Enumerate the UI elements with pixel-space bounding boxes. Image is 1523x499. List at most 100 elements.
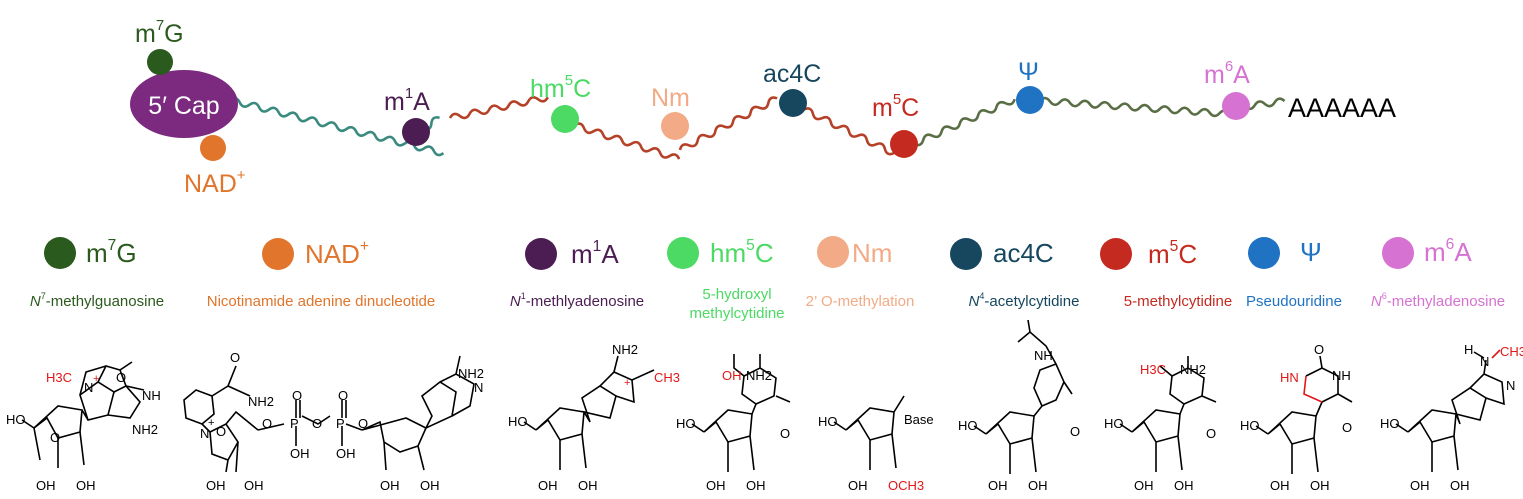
m5c-dot-top: [890, 130, 918, 158]
legend-m7g-dot: [44, 237, 76, 269]
psi-o-top: O: [1314, 342, 1324, 357]
nad-plus: +: [208, 417, 214, 429]
nad-o-link2: O: [358, 416, 368, 431]
strand-segment-green-1: [903, 98, 1016, 149]
m1a-ho: HO: [508, 414, 528, 429]
psi-ho: HO: [1240, 418, 1260, 433]
nad-oh-p1: OH: [290, 446, 310, 461]
legend-nad-label: NAD+: [305, 238, 370, 269]
legend-psi-dot: [1248, 237, 1280, 269]
m5c-o: O: [1206, 426, 1216, 441]
strand-segment-red-4: [793, 104, 895, 156]
ac4c-nh: NH: [1034, 348, 1053, 363]
legend-m1a-dot: [525, 238, 557, 270]
m1a-nh2: NH2: [612, 342, 638, 357]
legend-m7g-label: m7G: [86, 237, 137, 268]
m6a-label-top: m6A: [1204, 58, 1250, 89]
hm5c-nh2: NH2: [746, 368, 772, 383]
m7g-o6: O: [116, 370, 126, 385]
nm-och3: OCH3: [888, 478, 924, 493]
nad-o-link1: O: [262, 416, 272, 431]
five-prime-cap: [130, 70, 238, 138]
m5c-ho: HO: [1104, 416, 1124, 431]
hm5c-dot-top: [551, 105, 579, 133]
strand-segment-red-2: [563, 121, 681, 160]
legend-ac4c-name: N4-acetylcytidine: [968, 290, 1080, 310]
legend-nad-dot: [262, 238, 294, 270]
m5c-h3c: H3C: [1140, 362, 1166, 377]
nad-p-1: P: [290, 416, 299, 431]
legend-ac4c-label: ac4C: [993, 238, 1054, 268]
nad-oh-4: OH: [420, 478, 440, 493]
legend-nad-name: Nicotinamide adenine dinucleotide: [206, 293, 436, 310]
legend-hm5c-dot: [667, 237, 699, 269]
psi-oh-2: OH: [1310, 478, 1330, 493]
m7g-h3c: H3C: [46, 370, 72, 385]
hm5c-label-top: hm5C: [530, 72, 592, 103]
legend-hm5c-label: hm5C: [710, 237, 774, 268]
five-prime-cap-label: 5′ Cap: [148, 92, 219, 120]
m1a-oh-2: OH: [578, 478, 598, 493]
nad-oh-3: OH: [380, 478, 400, 493]
nad-o-bridge: O: [312, 416, 322, 431]
hm5c-ho: HO: [676, 416, 696, 431]
nad-oh-1: OH: [206, 478, 226, 493]
legend-nm-name: 2’ O-methylation: [805, 293, 915, 310]
strand-segment-red-1: [448, 96, 549, 120]
nad-o-p1: O: [292, 388, 302, 403]
legend-m6a-label: m6A: [1424, 236, 1472, 267]
m1a-oh-1: OH: [538, 478, 558, 493]
hm5c-oh-2: OH: [746, 478, 766, 493]
m5c-oh-2: OH: [1174, 478, 1194, 493]
structure-nad: [183, 355, 475, 473]
structure-ac4c: [973, 320, 1073, 474]
m7g-oh-2: OH: [76, 478, 96, 493]
m6a-oh-2: OH: [1450, 478, 1470, 493]
m1a-label-top: m1A: [384, 85, 430, 116]
legend-m5c-dot: [1100, 238, 1132, 270]
m1a-ch3: CH3: [654, 370, 680, 385]
m7g-ho: HO: [6, 412, 26, 427]
ac4c-o: O: [1070, 424, 1080, 439]
ac4c-ho: HO: [958, 418, 978, 433]
m7g-nh2: NH2: [132, 422, 158, 437]
m6a-ho: HO: [1380, 416, 1400, 431]
m5c-label-top: m5C: [872, 91, 920, 122]
legend-m6a-name: N6-methyladenosine: [1370, 290, 1506, 310]
structure-m6a: [1395, 349, 1505, 472]
poly-a-tail: AAAAAA: [1288, 93, 1396, 123]
nad-dot-top: [200, 135, 226, 161]
nm-label-top: Nm: [651, 84, 690, 112]
m5c-oh-1: OH: [1134, 478, 1154, 493]
legend-m1a-label: m1A: [571, 238, 619, 269]
structure-m1a: [523, 355, 655, 470]
nad-p-2: P: [336, 416, 345, 431]
nm-oh: OH: [848, 478, 868, 493]
legend-psi-name: Pseudouridine: [1246, 293, 1342, 310]
legend-m6a-dot: [1382, 237, 1414, 269]
structure-hm5c: [691, 354, 791, 472]
psi-dot-top: [1016, 86, 1044, 114]
structure-m7g: [21, 361, 145, 468]
m1a-dot-top: [402, 118, 430, 146]
psi-label-top: Ψ: [1018, 58, 1039, 86]
m6a-n: N: [1480, 354, 1489, 369]
m6a-oh-1: OH: [1410, 478, 1430, 493]
hm5c-oh-red: OH: [722, 368, 742, 383]
legend-nm-dot: [817, 236, 849, 268]
nad-nh2-adenine: NH2: [458, 366, 484, 381]
hm5c-o: O: [780, 426, 790, 441]
m6a-ch3: CH3: [1500, 344, 1523, 359]
nad-oh-p2: OH: [336, 446, 356, 461]
psi-o-bottom: O: [1342, 420, 1352, 435]
chemical-structures: HO OH OH O H3C N + O NH NH2 N + O NH2 O …: [6, 320, 1523, 493]
structure-nm: [833, 395, 905, 470]
legend-ac4c-dot: [950, 238, 982, 270]
mrna-strand-diagram: 5′ Cap AAAAAA: [130, 49, 1396, 161]
legend-m1a-name: N1-methlyadenosine: [509, 290, 645, 310]
nad-label-top: NAD+: [184, 167, 246, 198]
ac4c-dot-top: [779, 89, 807, 117]
m6a-n1: N: [1506, 378, 1515, 393]
m7g-plus: +: [93, 373, 99, 385]
